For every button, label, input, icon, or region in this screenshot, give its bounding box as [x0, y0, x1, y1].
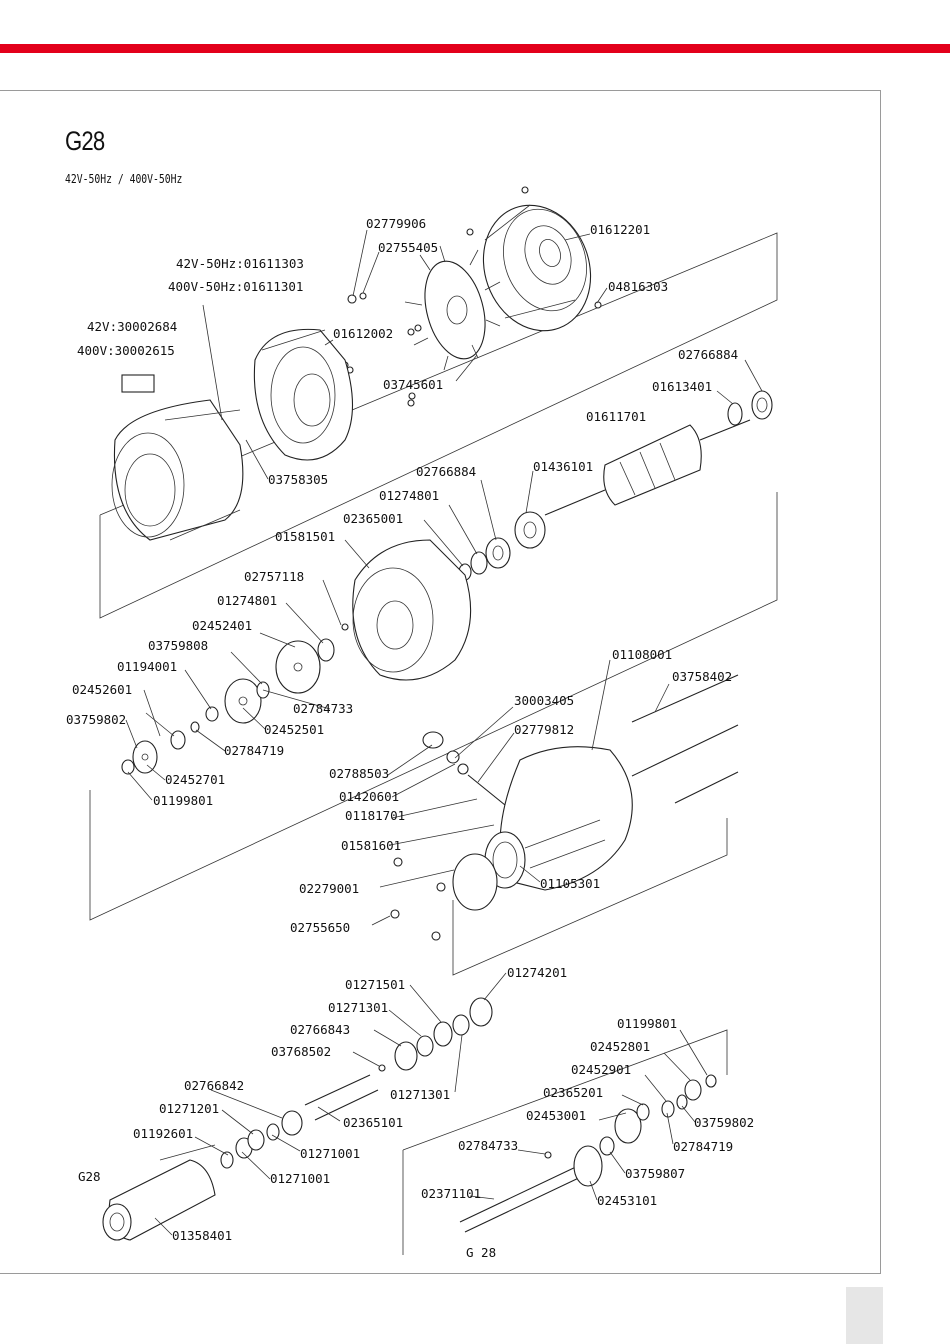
part-label: 02784733: [458, 1138, 518, 1153]
part-label: 02365001: [343, 511, 403, 526]
part-label: 02452701: [165, 772, 225, 787]
part-label: 01199801: [153, 793, 213, 808]
rear-shield-drawing: [253, 328, 354, 461]
part-label: 01611701: [586, 409, 646, 424]
part-label: 01274801: [217, 593, 277, 608]
part-label: 02766884: [678, 347, 738, 362]
bearing-upper-drawing: [727, 390, 773, 426]
part-label: 400V:30002615: [77, 343, 175, 358]
part-labels: 02779906 02755405 01612201 04816303 42V-…: [66, 216, 754, 1260]
part-label: 01436101: [533, 459, 593, 474]
part-label: G 28: [466, 1245, 496, 1260]
part-label: 02755650: [290, 920, 350, 935]
part-label: 03758402: [672, 669, 732, 684]
part-label: 01192601: [133, 1126, 193, 1141]
bearing-middle-drawing: [458, 511, 546, 581]
part-label: 03759808: [148, 638, 208, 653]
part-label: 01274801: [379, 488, 439, 503]
part-label: 02766842: [184, 1078, 244, 1093]
part-label: 01194001: [117, 659, 177, 674]
part-label: 02757118: [244, 569, 304, 584]
gear-housing-drawing: [452, 746, 633, 911]
part-label: 400V-50Hz:01611301: [168, 279, 303, 294]
part-label: 02453101: [597, 1193, 657, 1208]
part-label: 02452801: [590, 1039, 650, 1054]
part-label: 02453001: [526, 1108, 586, 1123]
part-label: 02788503: [329, 766, 389, 781]
part-label: 02365101: [343, 1115, 403, 1130]
part-label: 02779812: [514, 722, 574, 737]
part-label: 03758305: [268, 472, 328, 487]
rotor-drawing: [544, 419, 751, 516]
part-label: 01108001: [612, 647, 672, 662]
switch-parts-drawing: [390, 731, 506, 941]
part-label: 01199801: [617, 1016, 677, 1031]
part-label: 01271001: [270, 1171, 330, 1186]
part-label: 03759802: [66, 712, 126, 727]
brake-discs-drawing: [121, 623, 349, 775]
part-label: 01181701: [345, 808, 405, 823]
part-label: 02784719: [224, 743, 284, 758]
page-title: G28: [65, 126, 105, 156]
part-label: 01271501: [345, 977, 405, 992]
front-shield-drawing: [352, 539, 472, 681]
part-label: 02755405: [378, 240, 438, 255]
part-label: 42V:30002684: [87, 319, 177, 334]
part-label: 02452501: [264, 722, 324, 737]
part-label: 03759802: [694, 1115, 754, 1130]
part-label: 02452401: [192, 618, 252, 633]
part-label: 02784733: [293, 701, 353, 716]
part-label: 02784719: [673, 1139, 733, 1154]
part-label: 01271201: [159, 1101, 219, 1116]
part-label: 30003405: [514, 693, 574, 708]
part-label: 02766884: [416, 464, 476, 479]
stator-drawing: [111, 374, 244, 541]
part-label: 01271301: [390, 1087, 450, 1102]
part-label: 42V-50Hz:01611303: [176, 256, 304, 271]
part-label: 01612002: [333, 326, 393, 341]
part-label: G28: [78, 1169, 101, 1184]
part-label: 01581501: [275, 529, 335, 544]
part-label: 02279001: [299, 881, 359, 896]
fan-drawing: [404, 245, 501, 371]
part-label: 01105301: [540, 876, 600, 891]
part-label: 01271001: [300, 1146, 360, 1161]
part-label: 04816303: [608, 279, 668, 294]
part-label: 01581601: [341, 838, 401, 853]
spindle-drawing: [102, 1144, 216, 1241]
part-label: 01420601: [339, 789, 399, 804]
part-label: 02371101: [421, 1186, 481, 1201]
part-label: 02452901: [571, 1062, 631, 1077]
part-label: 03745601: [383, 377, 443, 392]
part-label: 01613401: [652, 379, 712, 394]
header-accent-bar: [0, 44, 950, 53]
part-label: 01612201: [590, 222, 650, 237]
part-label: 02452601: [72, 682, 132, 697]
part-label: 02365201: [543, 1085, 603, 1100]
voltage-subtitle: 42V-50Hz / 400V-50Hz: [65, 171, 183, 186]
lower-right-shaft-drawing: [459, 1074, 717, 1233]
diagram-frame: [0, 90, 881, 1274]
rods-drawing: [631, 674, 739, 804]
part-label: 01358401: [172, 1228, 232, 1243]
part-label: 02766843: [290, 1022, 350, 1037]
part-label: 02779906: [366, 216, 426, 231]
leader-lines: [125, 229, 763, 1236]
lower-left-bearings-drawing: [220, 997, 493, 1169]
part-label: 01271301: [328, 1000, 388, 1015]
part-label: 03768502: [271, 1044, 331, 1059]
page-number-tab: [846, 1287, 883, 1344]
part-label: 03759807: [625, 1166, 685, 1181]
fan-cover-drawing: [466, 186, 602, 332]
part-label: 01274201: [507, 965, 567, 980]
